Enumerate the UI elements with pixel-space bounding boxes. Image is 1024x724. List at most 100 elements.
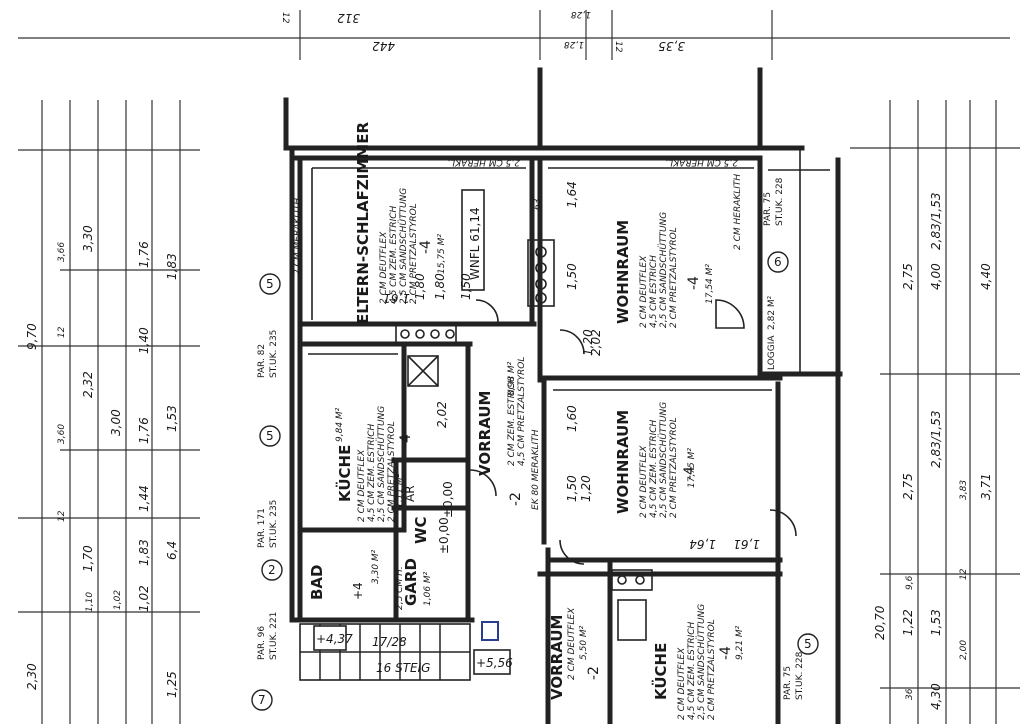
svg-text:2,82 M²: 2,82 M² bbox=[767, 295, 777, 330]
room-kueche-lower: KÜCHE 2 CM DEUTFLEX 4,5 CM ZEM. ESTRICH … bbox=[651, 604, 745, 720]
svg-text:8,98 M²: 8,98 M² bbox=[507, 361, 517, 396]
svg-text:2 CM PRETZALSTYROL: 2 CM PRETZALSTYROL bbox=[707, 619, 717, 720]
svg-text:-4: -4 bbox=[682, 466, 698, 480]
svg-text:20,70: 20,70 bbox=[873, 605, 887, 640]
svg-text:PAR. 171: PAR. 171 bbox=[257, 508, 267, 548]
parcel-labels: PAR. 82 ST.UK. 235 PAR. 171 ST.UK. 235 P… bbox=[257, 177, 805, 700]
svg-text:ST.UK. 221: ST.UK. 221 bbox=[269, 612, 279, 660]
stair-level-up: +4,37 bbox=[316, 632, 353, 646]
svg-text:1,20: 1,20 bbox=[579, 475, 593, 502]
svg-text:WC: WC bbox=[412, 516, 430, 544]
svg-text:1,25: 1,25 bbox=[165, 671, 179, 698]
stair-level-main: +5,56 bbox=[476, 656, 513, 670]
svg-text:EK 80 MERAKLITH: EK 80 MERAKLITH bbox=[531, 429, 541, 510]
svg-text:2,5 CM SANDSCHÜTTUNG: 2,5 CM SANDSCHÜTTUNG bbox=[658, 402, 669, 518]
svg-text:5: 5 bbox=[266, 429, 274, 443]
svg-text:1,53: 1,53 bbox=[929, 609, 943, 636]
svg-text:1,70: 1,70 bbox=[81, 545, 95, 572]
svg-text:12: 12 bbox=[57, 326, 67, 338]
top-dimension-strip: 312 442 1,28 3,35 1,28 12 12 bbox=[18, 9, 1010, 60]
svg-text:6,4: 6,4 bbox=[165, 541, 179, 560]
svg-text:3,30: 3,30 bbox=[81, 225, 95, 252]
svg-text:2,75: 2,75 bbox=[901, 263, 915, 290]
room-gard: GARD 2,5 CM H. 1,06 M² bbox=[395, 558, 433, 610]
svg-text:4,00: 4,00 bbox=[929, 263, 943, 290]
eltern-area: 15,75 M² bbox=[437, 234, 447, 274]
svg-text:1,06 M²: 1,06 M² bbox=[423, 571, 433, 606]
top-dim-4: 3,35 bbox=[658, 39, 685, 53]
staircase: 17/28 16 STEIG +4,37 +5,56 bbox=[299, 621, 513, 681]
svg-text:ST.UK. 228: ST.UK. 228 bbox=[795, 651, 805, 700]
svg-text:3,71: 3,71 bbox=[979, 473, 993, 500]
svg-text:1,76: 1,76 bbox=[137, 241, 151, 268]
svg-text:1,83: 1,83 bbox=[137, 539, 151, 566]
svg-text:9,6: 9,6 bbox=[905, 575, 915, 590]
wnfl-text: WNFL 61,14 bbox=[468, 207, 482, 280]
svg-text:PAR. 82: PAR. 82 bbox=[257, 344, 267, 378]
circled-markers: 5 5 2 7 6 5 bbox=[251, 251, 819, 711]
svg-text:2,83/1,53: 2,83/1,53 bbox=[929, 193, 943, 250]
svg-text:BAD: BAD bbox=[308, 565, 326, 601]
svg-text:4,5 CM ZEM. ESTRICH: 4,5 CM ZEM. ESTRICH bbox=[389, 205, 399, 304]
svg-text:4,30: 4,30 bbox=[929, 683, 943, 710]
svg-text:1,80: 1,80 bbox=[413, 273, 427, 300]
svg-text:-4: -4 bbox=[686, 276, 702, 290]
top-dim-1: 312 bbox=[337, 11, 360, 25]
svg-text:1,80: 1,80 bbox=[433, 273, 447, 300]
svg-text:7: 7 bbox=[258, 693, 266, 707]
svg-text:-4: -4 bbox=[718, 646, 734, 660]
top-dim-7: 12 bbox=[280, 12, 290, 24]
svg-text:LOGGIA: LOGGIA bbox=[767, 335, 777, 370]
left-dimension-chains: 9,70 3,66 3,60 12 3,30 2,32 3,00 1,76 1,… bbox=[18, 100, 200, 724]
svg-text:2 CM PRETZALSTYROL: 2 CM PRETZALSTYROL bbox=[387, 421, 397, 522]
svg-text:5,50 M²: 5,50 M² bbox=[579, 625, 589, 660]
building-outline bbox=[289, 145, 843, 724]
svg-text:1,50: 1,50 bbox=[459, 273, 473, 300]
svg-text:1,64: 1,64 bbox=[689, 537, 716, 551]
svg-text:9,84 M²: 9,84 M² bbox=[335, 407, 345, 442]
svg-text:ST.UK. 235: ST.UK. 235 bbox=[269, 500, 279, 548]
stair-label: 16 STEIG bbox=[376, 661, 430, 675]
svg-text:2 CM HERAKLITH: 2 CM HERAKLITH bbox=[733, 174, 743, 250]
svg-text:ST.UK. 235: ST.UK. 235 bbox=[269, 330, 279, 378]
svg-text:1,11 M²: 1,11 M² bbox=[395, 473, 405, 508]
heating-notes: 2,5 CM HERAKL. 2,5 CM HERAKL. 2 CM MERAK… bbox=[293, 157, 743, 510]
svg-text:VORRAUM: VORRAUM bbox=[548, 615, 566, 700]
room-wc: WC ±0,00 bbox=[412, 516, 451, 554]
room-wohnraum-upper: WOHNRAUM 2 CM DEUTFLEX 4,5 CM ESTRICH 2,… bbox=[614, 212, 715, 328]
svg-text:1,64: 1,64 bbox=[565, 181, 579, 208]
svg-text:1,40: 1,40 bbox=[137, 327, 151, 354]
svg-text:2 CM DEUTFLEX: 2 CM DEUTFLEX bbox=[639, 255, 649, 328]
svg-text:3,60: 3,60 bbox=[57, 424, 67, 444]
svg-text:WOHNRAUM: WOHNRAUM bbox=[614, 410, 632, 514]
svg-text:1,50: 1,50 bbox=[565, 475, 579, 502]
room-ar: AR 1,11 M² ±0,00 bbox=[395, 473, 455, 518]
svg-text:6: 6 bbox=[774, 255, 782, 269]
room-vorraum-lower: VORRAUM 2 CM DEUTFLEX 5,50 M² -2 bbox=[548, 607, 602, 700]
svg-text:1,53: 1,53 bbox=[165, 405, 179, 432]
svg-text:9,21 M²: 9,21 M² bbox=[735, 625, 745, 660]
svg-text:1,83: 1,83 bbox=[165, 253, 179, 280]
svg-text:2 CM MERAKLITH: 2 CM MERAKLITH bbox=[293, 198, 303, 275]
svg-text:WOHNRAUM: WOHNRAUM bbox=[614, 220, 632, 324]
upper-walls bbox=[283, 67, 805, 151]
wnfl-box: WNFL 61,14 bbox=[461, 189, 485, 291]
svg-text:KÜCHE: KÜCHE bbox=[335, 445, 354, 502]
svg-text:2,5 CM SANDSCHÜTTUNG: 2,5 CM SANDSCHÜTTUNG bbox=[376, 406, 387, 522]
room-eltern: ELTERN-SCHLAFZIMMER 2 CM DEUTFLEX 4,5 CM… bbox=[354, 122, 447, 324]
svg-text:KÜCHE: KÜCHE bbox=[651, 643, 670, 700]
svg-text:-2: -2 bbox=[586, 666, 602, 680]
svg-text:1,76: 1,76 bbox=[137, 417, 151, 444]
inner-dimensions: 1,50 1,80 2,02 1,60 1,20 1,50 1,64 1,80 … bbox=[383, 181, 760, 551]
top-dim-6: 12 bbox=[613, 41, 623, 53]
svg-text:2 CM PRETZALSTYROL: 2 CM PRETZALSTYROL bbox=[409, 203, 419, 304]
svg-text:3,00: 3,00 bbox=[109, 409, 123, 436]
svg-text:-4: -4 bbox=[398, 434, 414, 448]
top-dim-5: 1,28 bbox=[571, 9, 591, 19]
svg-text:2 CM DEUTFLEX: 2 CM DEUTFLEX bbox=[677, 647, 687, 720]
svg-text:3,66: 3,66 bbox=[57, 242, 67, 262]
svg-text:3,83: 3,83 bbox=[959, 480, 969, 500]
svg-text:1,22: 1,22 bbox=[901, 609, 915, 636]
svg-text:2 CM DEUTFLEX: 2 CM DEUTFLEX bbox=[567, 607, 577, 680]
svg-text:17,54 M²: 17,54 M² bbox=[705, 264, 715, 304]
